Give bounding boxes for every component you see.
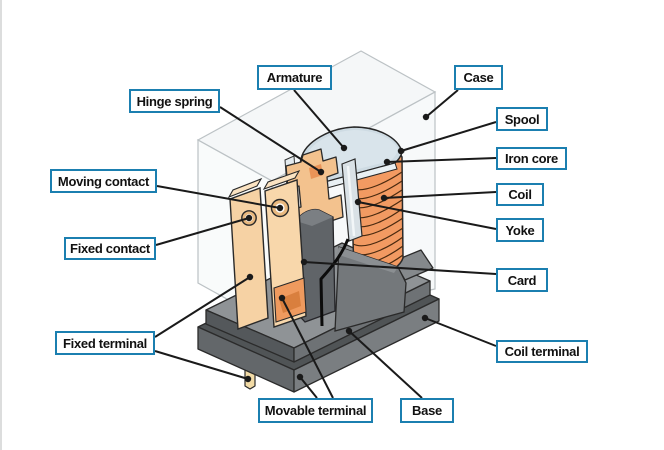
label-fixed-contact: Fixed contact	[64, 237, 156, 260]
label-fixed-terminal: Fixed terminal	[55, 331, 155, 355]
label-card: Card	[496, 268, 548, 292]
yoke-part	[341, 158, 363, 242]
label-hinge-spring: Hinge spring	[129, 89, 220, 113]
label-iron-core: Iron core	[496, 147, 567, 170]
label-coil: Coil	[496, 183, 544, 206]
label-armature: Armature	[257, 65, 332, 90]
label-movable-terminal: Movable terminal	[258, 398, 373, 423]
label-coil-terminal: Coil terminal	[496, 340, 588, 363]
label-base: Base	[400, 398, 454, 423]
fixed-contact-part	[227, 177, 269, 330]
label-spool: Spool	[496, 107, 548, 131]
label-moving-contact: Moving contact	[50, 169, 157, 193]
label-case: Case	[454, 65, 503, 90]
label-yoke: Yoke	[496, 218, 544, 242]
moving-contact-part	[262, 169, 307, 328]
leader-lines	[154, 89, 497, 399]
